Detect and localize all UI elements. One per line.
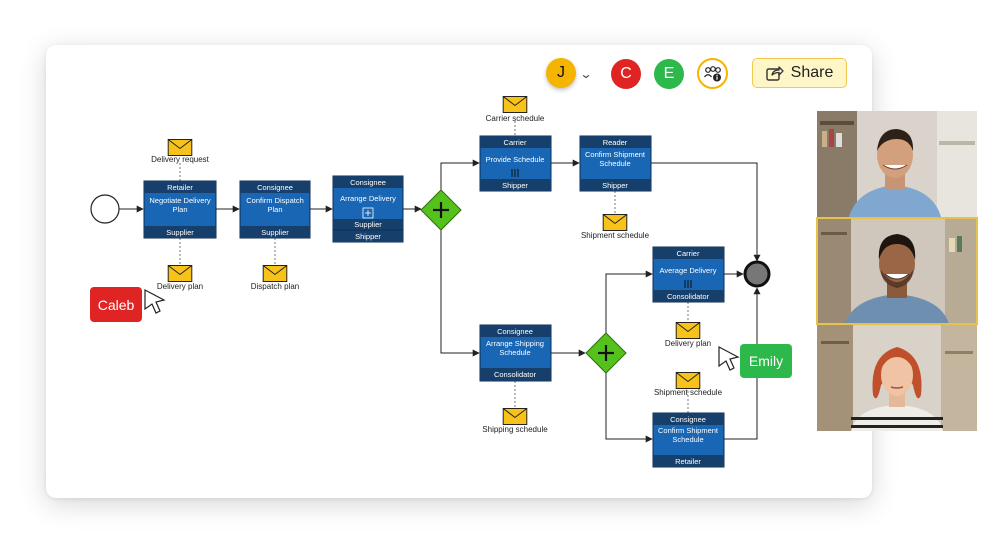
lane-label: Carrier <box>677 249 700 258</box>
sequence-flows <box>119 159 761 443</box>
share-button[interactable]: Share <box>752 58 847 88</box>
message-label: Shipping schedule <box>482 425 548 434</box>
lane-label: Consignee <box>257 183 293 192</box>
task-average-delivery[interactable]: Carrier Average Delivery Consolidator <box>652 246 725 303</box>
role-label: Consolidator <box>667 292 710 301</box>
task-title: Schedule <box>499 348 530 357</box>
avatar-j[interactable]: J <box>546 58 576 88</box>
envelope-icon[interactable] <box>675 322 701 339</box>
task-title: Plan <box>267 205 282 214</box>
lane-label: Carrier <box>504 138 527 147</box>
task-title: Provide Schedule <box>486 155 545 164</box>
task-title: Plan <box>172 205 187 214</box>
lane-label: Consignee <box>670 415 706 424</box>
message-label: Shipment schedule <box>654 388 723 397</box>
lane-label: Consignee <box>350 178 386 187</box>
task-provide-schedule[interactable]: Carrier Provide Schedule Shipper <box>479 135 552 192</box>
envelope-icon[interactable] <box>502 96 528 113</box>
role-label: Supplier <box>166 228 194 237</box>
video-tile-participant-2[interactable] <box>816 217 978 325</box>
message-label: Carrier schedule <box>486 114 545 123</box>
cursor-tag-caleb: Caleb <box>90 287 142 322</box>
role-label: Shipper <box>502 181 528 190</box>
role-label: Retailer <box>675 457 701 466</box>
avatar-c[interactable]: C <box>611 59 641 89</box>
video-tile-participant-3[interactable] <box>817 325 977 431</box>
envelope-icon[interactable] <box>675 372 701 389</box>
task-title: Negotiate Delivery <box>149 196 211 205</box>
message-label: Delivery request <box>151 155 210 164</box>
task-arrange-shipping-schedule[interactable]: Consignee Arrange Shipping Schedule Cons… <box>479 324 552 382</box>
lane-label: Retailer <box>167 183 193 192</box>
avatar-e[interactable]: E <box>654 59 684 89</box>
cursor-arrow-icon <box>144 289 166 314</box>
task-confirm-shipment-schedule-retailer[interactable]: Consignee Confirm Shipment Schedule Reta… <box>652 412 725 468</box>
role-label: Supplier <box>261 228 289 237</box>
lane-label: Reader <box>603 138 628 147</box>
message-label: Delivery plan <box>665 339 711 348</box>
role-label: Supplier <box>354 220 382 229</box>
task-confirm-shipment-schedule-reader[interactable]: Reader Confirm Shipment Schedule Shipper <box>579 135 652 192</box>
role-label: Shipper <box>355 232 381 241</box>
subprocess-plus-icon[interactable] <box>362 207 374 219</box>
task-title: Arrange Delivery <box>340 194 396 203</box>
task-title: Average Delivery <box>660 266 717 275</box>
task-confirm-dispatch-plan[interactable]: Consignee Confirm Dispatch Plan Supplier <box>239 180 311 239</box>
lane-label: Consignee <box>497 327 533 336</box>
role-label: Shipper <box>602 181 628 190</box>
end-event[interactable] <box>743 260 771 288</box>
task-title: Confirm Dispatch <box>246 196 304 205</box>
people-icon <box>703 65 721 81</box>
envelope-icon[interactable] <box>602 214 628 231</box>
task-arrange-delivery[interactable]: Consignee Arrange Delivery Supplier Ship… <box>332 175 404 243</box>
cursor-arrow-icon <box>718 346 740 371</box>
envelope-icon[interactable] <box>167 139 193 156</box>
chevron-down-icon[interactable]: ⌄ <box>579 67 593 81</box>
role-label: Consolidator <box>494 370 537 379</box>
people-info-icon[interactable] <box>697 58 728 89</box>
share-icon <box>765 66 784 81</box>
video-tile-participant-1[interactable] <box>817 111 977 217</box>
parallel-gateway-2[interactable] <box>585 332 627 374</box>
message-label: Dispatch plan <box>251 282 299 291</box>
message-label: Shipment schedule <box>581 231 650 240</box>
task-title: Confirm Shipment <box>658 426 719 435</box>
share-label: Share <box>790 64 834 81</box>
task-negotiate-delivery-plan[interactable]: Retailer Negotiate Delivery Plan Supplie… <box>143 180 217 239</box>
task-title: Confirm Shipment <box>585 150 646 159</box>
envelope-icon[interactable] <box>167 265 193 282</box>
parallel-multi-instance-icon <box>511 169 519 177</box>
task-title: Schedule <box>599 159 630 168</box>
start-event[interactable] <box>90 194 120 224</box>
message-label: Delivery plan <box>157 282 203 291</box>
parallel-multi-instance-icon <box>684 280 692 288</box>
envelope-icon[interactable] <box>262 265 288 282</box>
task-title: Schedule <box>672 435 703 444</box>
task-title: Arrange Shipping <box>486 339 544 348</box>
envelope-icon[interactable] <box>502 408 528 425</box>
cursor-tag-emily: Emily <box>740 344 792 378</box>
parallel-gateway-1[interactable] <box>420 189 462 231</box>
